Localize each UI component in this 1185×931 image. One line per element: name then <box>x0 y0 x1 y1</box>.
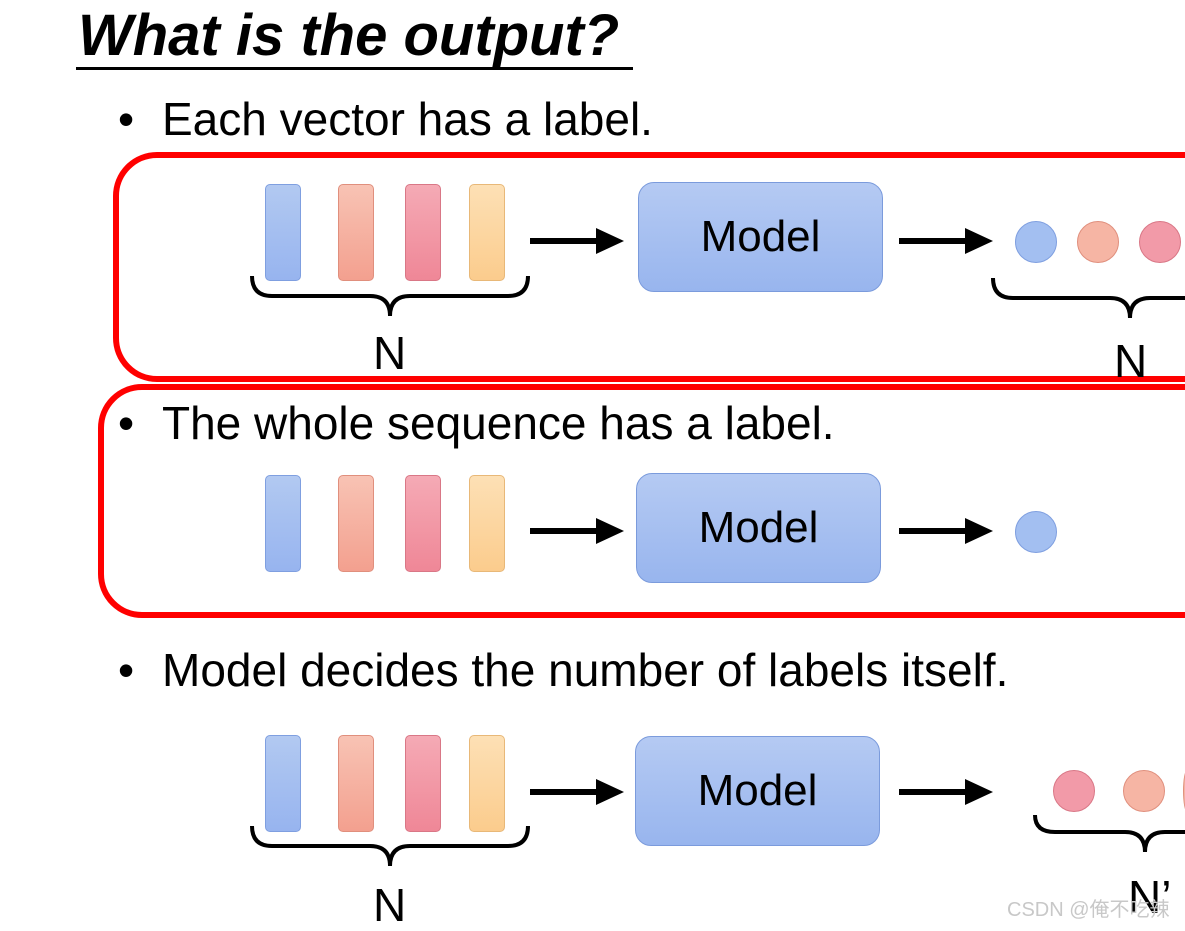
bullet-text: Each vector has a label. <box>162 93 653 145</box>
model-box: Model <box>638 182 883 292</box>
input-brace <box>250 275 530 317</box>
arrow-model-to-output <box>899 518 993 544</box>
output-brace <box>1033 814 1185 853</box>
input-vector-4 <box>469 184 505 281</box>
input-vector-2 <box>338 475 374 572</box>
model-box: Model <box>635 736 880 846</box>
input-vector-4 <box>469 475 505 572</box>
arrow-model-to-output <box>899 228 993 254</box>
output-brace <box>991 277 1185 319</box>
input-vector-2 <box>338 735 374 832</box>
input-brace <box>250 825 530 867</box>
input-vector-1 <box>265 475 301 572</box>
input-vector-2 <box>338 184 374 281</box>
highlight-frame-1 <box>113 152 1185 382</box>
output-label-2 <box>1077 221 1119 263</box>
output-label-1 <box>1053 770 1095 812</box>
watermark: CSDN @俺不吃辣 <box>1007 899 1170 921</box>
input-vector-3 <box>405 184 441 281</box>
output-count-label: N <box>1114 335 1148 387</box>
input-vector-3 <box>405 735 441 832</box>
title-underline <box>76 67 633 70</box>
bullet-whole-sequence: •The whole sequence has a label. <box>118 397 835 449</box>
output-count-label: N’ <box>1128 871 1172 923</box>
arrow-model-to-output <box>899 779 993 805</box>
bullet-dot: • <box>118 644 135 696</box>
input-vector-1 <box>265 735 301 832</box>
bullet-text: Model decides the number of labels itsel… <box>162 644 1009 696</box>
arrow-input-to-model <box>530 518 624 544</box>
bullet-dot: • <box>118 93 135 145</box>
input-vector-4 <box>469 735 505 832</box>
output-label-1 <box>1015 221 1057 263</box>
output-label-3 <box>1139 221 1181 263</box>
slide-title: What is the output? <box>78 3 620 68</box>
output-label-2 <box>1123 770 1165 812</box>
bullet-text: The whole sequence has a label. <box>162 397 835 449</box>
bullet-each-vector: • Each vector has a label. <box>118 93 653 145</box>
highlight-frame-2 <box>98 384 1185 618</box>
arrow-input-to-model <box>530 779 624 805</box>
input-vector-1 <box>265 184 301 281</box>
model-box: Model <box>636 473 881 583</box>
input-count-label: N <box>373 327 407 379</box>
input-vector-3 <box>405 475 441 572</box>
output-label-single <box>1015 511 1057 553</box>
input-count-label: N <box>373 879 407 931</box>
arrow-input-to-model <box>530 228 624 254</box>
bullet-model-decides: • Model decides the number of labels itse… <box>118 644 1008 696</box>
